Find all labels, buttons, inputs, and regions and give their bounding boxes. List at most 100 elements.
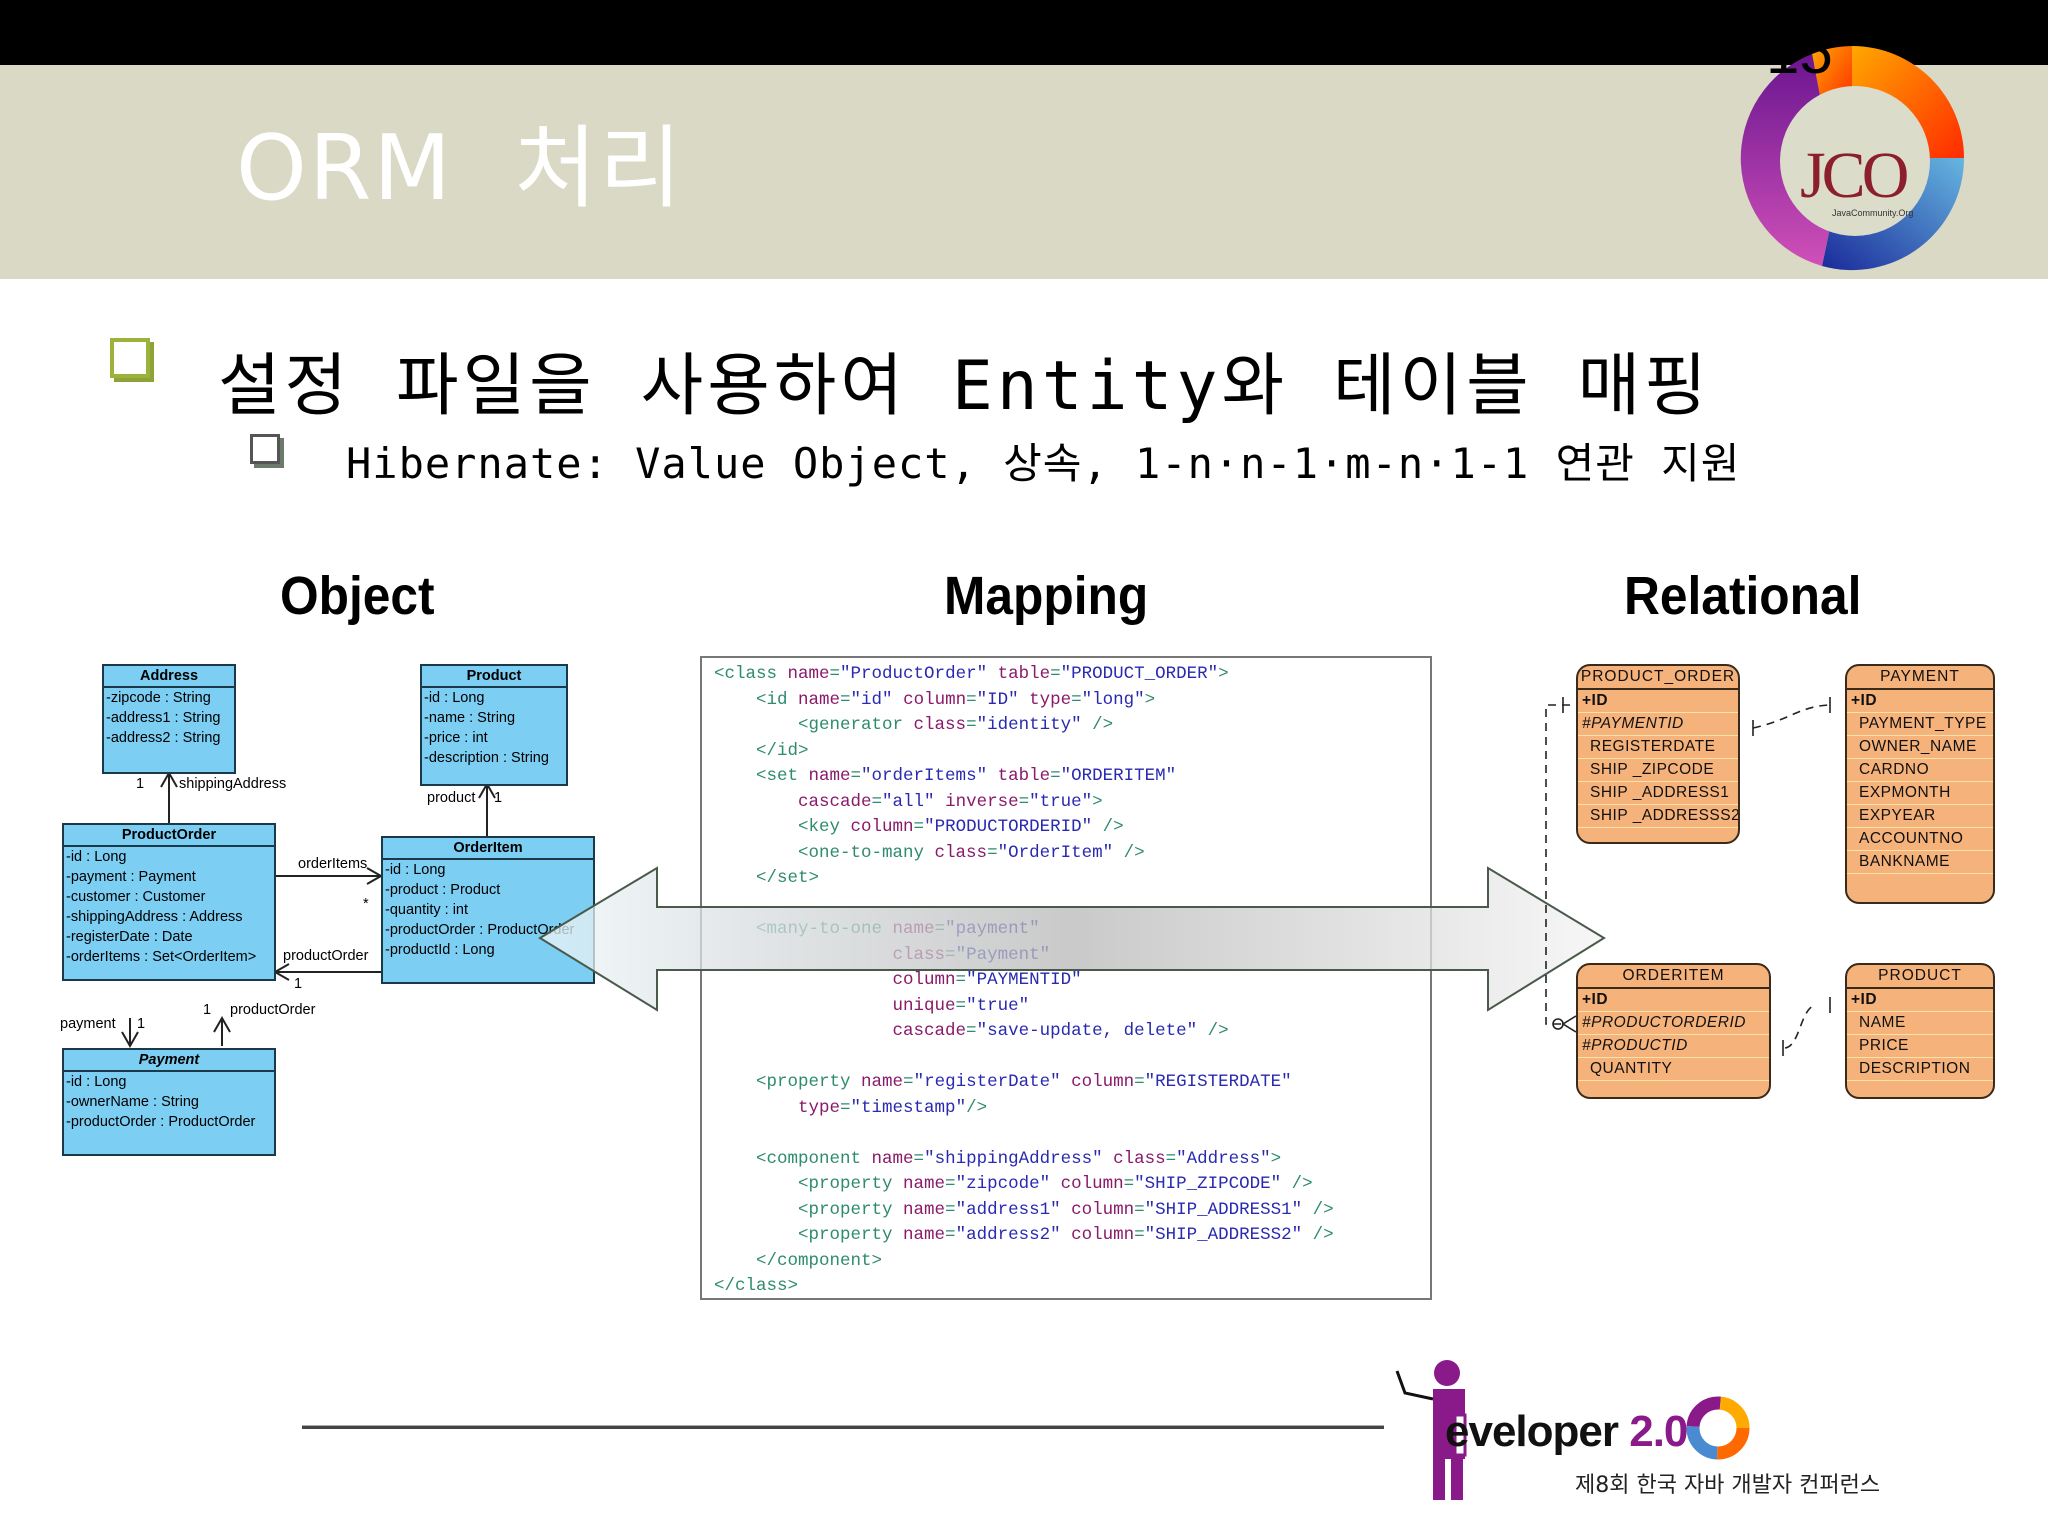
class-attribute: -zipcode : String [106, 690, 211, 706]
footer-divider [302, 1425, 1384, 1429]
table-column: SHIP _ZIPCODE [1578, 759, 1738, 782]
table-column: +ID [1847, 690, 1993, 713]
code-line: <id name="id" column="ID" type="long"> [714, 689, 1156, 710]
conference-ring-icon [1686, 1396, 1750, 1460]
heading-relational: Relational [1624, 566, 1862, 626]
class-name: Product [422, 666, 566, 688]
role-label: productOrder [283, 948, 369, 964]
multiplicity-label: 1 [136, 776, 145, 792]
code-line: <key column="PRODUCTORDERID" /> [714, 817, 1124, 837]
brand-text: eveloper 2.0 [1445, 1407, 1688, 1457]
conference-subtitle: 제8회 한국 자바 개발자 컨퍼런스 [1575, 1473, 1881, 1498]
table-column: CARDNO [1847, 759, 1993, 782]
table-column: EXPMONTH [1847, 782, 1993, 805]
code-line: cascade="all" inverse="true"> [714, 791, 1103, 812]
table-name: PRODUCT_ORDER [1578, 666, 1738, 690]
class-attribute: -price : int [424, 730, 488, 746]
multiplicity-label: * [363, 896, 369, 912]
code-line: <component name="shippingAddress" class=… [714, 1148, 1282, 1169]
class-attribute: -orderItems : Set<OrderItem> [66, 949, 257, 965]
uml-class-product: Product -id : Long -name : String -price… [420, 664, 568, 786]
class-attribute: -id : Long [424, 690, 485, 706]
square-bullet-icon [110, 338, 150, 378]
multiplicity-label: 1 [203, 1002, 212, 1018]
code-line: <one-to-many class="OrderItem" /> [714, 842, 1145, 863]
class-name: Payment [64, 1050, 274, 1072]
code-line: </component> [714, 1250, 883, 1271]
developer-conference-logo: eveloper 2.0 제8회 한국 자바 개발자 컨퍼런스 [1385, 1355, 1945, 1505]
logo-inner-circle [1780, 86, 1930, 236]
top-black-bar [0, 0, 2048, 65]
role-label: shippingAddress [179, 776, 287, 792]
class-attribute: -address1 : String [106, 710, 221, 726]
table-column: ACCOUNTNO [1847, 828, 1993, 851]
code-line: <property name="address1" column="SHIP_A… [714, 1199, 1334, 1220]
logo-subtitle: JavaCommunity.Org [1832, 208, 1914, 218]
slide-number: 15 [1766, 19, 1833, 86]
multiplicity-label: 1 [137, 1016, 146, 1032]
role-label: payment [60, 1016, 116, 1032]
table-column: SHIP _ADDRESS1 [1578, 782, 1738, 805]
code-line: type="timestamp"/> [714, 1097, 988, 1118]
class-attribute: -id : Long [66, 1074, 127, 1090]
table-name: ORDERITEM [1578, 965, 1769, 989]
table-column: PAYMENT_TYPE [1847, 713, 1993, 736]
brand-name: eveloper [1445, 1407, 1619, 1456]
class-attribute: -payment : Payment [66, 869, 196, 885]
logo-mark: JCO [1800, 139, 1909, 212]
code-line: </id> [714, 740, 809, 761]
class-attribute: -product : Product [385, 882, 501, 898]
table-column: OWNER_NAME [1847, 736, 1993, 759]
table-column: +ID [1578, 690, 1738, 713]
class-name: ProductOrder [64, 825, 274, 847]
table-column: EXPYEAR [1847, 805, 1993, 828]
square-bullet-icon [250, 434, 280, 464]
presenter-figure-icon [1395, 1360, 1467, 1500]
class-attribute: -quantity : int [385, 902, 469, 918]
uml-class-productorder: ProductOrder -id : Long -payment : Payme… [62, 823, 276, 981]
bullet-text: Hibernate: Value Object, 상속, 1-n·n-1·m-n… [346, 439, 1741, 488]
class-attribute: -name : String [424, 710, 516, 726]
role-label: product [427, 790, 476, 806]
class-attribute: -description : String [424, 750, 549, 766]
class-attribute: -shippingAddress : Address [66, 909, 243, 925]
table-column: DESCRIPTION [1847, 1058, 1993, 1081]
table-name: PAYMENT [1847, 666, 1993, 690]
class-attribute: -productOrder : ProductOrder [385, 922, 575, 938]
class-name: Address [104, 666, 234, 688]
class-attribute: -customer : Customer [66, 889, 206, 905]
page-title: ORM 처리 [236, 116, 684, 221]
heading-mapping: Mapping [944, 566, 1149, 626]
table-column: QUANTITY [1578, 1058, 1769, 1081]
table-column: NAME [1847, 1012, 1993, 1035]
code-line: <property name="registerDate" column="RE… [714, 1072, 1292, 1092]
brand-version: 2.0 [1629, 1407, 1688, 1456]
table-column: #PRODUCTORDERID [1578, 1012, 1769, 1035]
uml-class-payment: Payment -id : Long -ownerName : String -… [62, 1048, 276, 1156]
uml-class-address: Address -zipcode : String -address1 : St… [102, 664, 236, 774]
title-band [0, 65, 2048, 279]
code-line: <property name="zipcode" column="SHIP_ZI… [714, 1174, 1313, 1194]
code-line: <generator class="identity" /> [714, 715, 1114, 735]
table-column: +ID [1578, 989, 1769, 1012]
class-attribute: -id : Long [66, 849, 127, 865]
class-attribute: -registerDate : Date [66, 929, 193, 945]
table-name: PRODUCT [1847, 965, 1993, 989]
table-column: REGISTERDATE [1578, 736, 1738, 759]
bullet-text: 설정 파일을 사용하여 Entity와 테이블 매핑 [218, 347, 1711, 426]
multiplicity-label: 1 [294, 976, 303, 992]
table-column: SHIP _ADDRESSS2 [1578, 805, 1738, 828]
table-column: #PAYMENTID [1578, 713, 1738, 736]
class-attribute: -address2 : String [106, 730, 221, 746]
table-column: PRICE [1847, 1035, 1993, 1058]
code-line: <property name="address2" column="SHIP_A… [714, 1225, 1334, 1245]
class-name: OrderItem [383, 838, 593, 860]
code-line: <set name="orderItems" table="ORDERITEM" [714, 766, 1177, 786]
class-attribute: -ownerName : String [66, 1094, 199, 1110]
table-column: +ID [1847, 989, 1993, 1012]
